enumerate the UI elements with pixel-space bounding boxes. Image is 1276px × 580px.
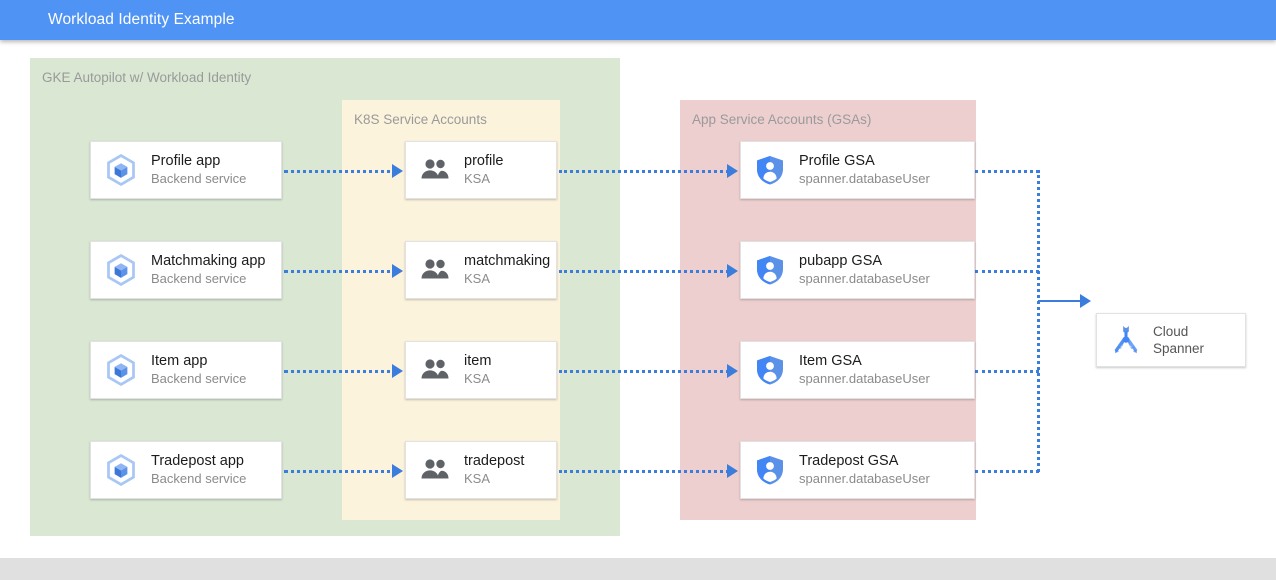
connector-ksa-to-gsa-4	[559, 470, 734, 473]
group-app-service-accounts-label: App Service Accounts (GSAs)	[692, 112, 872, 127]
node-title: Item GSA	[799, 353, 862, 369]
connector-app-to-ksa-3	[284, 370, 398, 373]
node-title: Tradepost app	[151, 453, 244, 469]
node-subtitle: Backend service	[151, 371, 247, 386]
node-app-matchmaking-text: Matchmaking app Backend service	[151, 252, 265, 288]
connector-app-to-ksa-2	[284, 270, 398, 273]
node-title: item	[464, 353, 492, 369]
node-app-profile-text: Profile app Backend service	[151, 152, 246, 188]
connector-ksa-to-gsa-2	[559, 270, 734, 273]
node-cloud-spanner-text: Cloud Spanner	[1153, 323, 1204, 357]
node-subtitle: KSA	[464, 371, 491, 386]
node-gsa-item[interactable]: Item GSA spanner.databaseUser	[740, 341, 975, 399]
node-title: Matchmaking app	[151, 253, 266, 269]
node-app-tradepost-text: Tradepost app Backend service	[151, 452, 246, 488]
node-cloud-spanner[interactable]: Cloud Spanner	[1096, 313, 1246, 367]
iam-shield-person-icon	[751, 351, 789, 389]
node-title: profile	[464, 153, 504, 169]
arrowhead-ksa-to-gsa-4	[727, 464, 738, 478]
arrowhead-trunk-to-spanner	[1080, 294, 1091, 308]
node-app-item[interactable]: Item app Backend service	[90, 341, 282, 399]
node-subtitle: KSA	[464, 171, 491, 186]
arrowhead-app-to-ksa-2	[392, 264, 403, 278]
people-group-icon	[416, 351, 454, 389]
connector-ksa-to-gsa-3	[559, 370, 734, 373]
gke-container-icon	[101, 450, 141, 490]
people-group-icon	[416, 251, 454, 289]
node-ksa-matchmaking[interactable]: matchmaking KSA	[405, 241, 557, 299]
group-k8s-service-accounts-label: K8S Service Accounts	[354, 112, 487, 127]
node-subtitle: Backend service	[151, 271, 247, 286]
node-gsa-tradepost-text: Tradepost GSA spanner.databaseUser	[799, 452, 930, 488]
node-title: Item app	[151, 353, 208, 369]
cloud-spanner-icon	[1107, 321, 1145, 359]
node-title: Profile app	[151, 153, 221, 169]
node-gsa-profile[interactable]: Profile GSA spanner.databaseUser	[740, 141, 975, 199]
node-gsa-tradepost[interactable]: Tradepost GSA spanner.databaseUser	[740, 441, 975, 499]
people-group-icon	[416, 151, 454, 189]
node-ksa-item[interactable]: item KSA	[405, 341, 557, 399]
node-subtitle: spanner.databaseUser	[799, 171, 930, 186]
node-ksa-item-text: item KSA	[464, 352, 491, 388]
window-title: Workload Identity Example	[48, 11, 235, 28]
arrowhead-app-to-ksa-4	[392, 464, 403, 478]
arrowhead-ksa-to-gsa-3	[727, 364, 738, 378]
node-title: Profile GSA	[799, 153, 875, 169]
node-gsa-pubapp[interactable]: pubapp GSA spanner.databaseUser	[740, 241, 975, 299]
node-gsa-item-text: Item GSA spanner.databaseUser	[799, 352, 930, 388]
iam-shield-person-icon	[751, 151, 789, 189]
node-subtitle: KSA	[464, 471, 491, 486]
people-group-icon	[416, 451, 454, 489]
connector-trunk-to-spanner	[1038, 300, 1088, 302]
connector-app-to-ksa-1	[284, 170, 398, 173]
arrowhead-ksa-to-gsa-1	[727, 164, 738, 178]
group-gke-autopilot-label: GKE Autopilot w/ Workload Identity	[42, 70, 252, 85]
node-subtitle: spanner.databaseUser	[799, 471, 930, 486]
connector-gsa-to-trunk-2	[975, 270, 1039, 273]
node-title: matchmaking	[464, 253, 551, 269]
node-app-profile[interactable]: Profile app Backend service	[90, 141, 282, 199]
window-title-bar: Workload Identity Example	[0, 0, 1276, 40]
node-ksa-profile[interactable]: profile KSA	[405, 141, 557, 199]
gke-container-icon	[101, 350, 141, 390]
arrowhead-ksa-to-gsa-2	[727, 264, 738, 278]
node-subtitle: spanner.databaseUser	[799, 371, 930, 386]
node-title: pubapp GSA	[799, 253, 883, 269]
node-ksa-tradepost[interactable]: tradepost KSA	[405, 441, 557, 499]
node-ksa-matchmaking-text: matchmaking KSA	[464, 252, 550, 288]
node-gsa-pubapp-text: pubapp GSA spanner.databaseUser	[799, 252, 930, 288]
connector-trunk-vertical	[1037, 170, 1040, 472]
arrowhead-app-to-ksa-3	[392, 364, 403, 378]
node-title-line1: Cloud	[1153, 324, 1189, 339]
connector-app-to-ksa-4	[284, 470, 398, 473]
node-gsa-profile-text: Profile GSA spanner.databaseUser	[799, 152, 930, 188]
connector-gsa-to-trunk-4	[975, 470, 1039, 473]
node-app-tradepost[interactable]: Tradepost app Backend service	[90, 441, 282, 499]
node-ksa-profile-text: profile KSA	[464, 152, 504, 188]
node-ksa-tradepost-text: tradepost KSA	[464, 452, 524, 488]
footer-bar	[0, 558, 1276, 580]
node-app-matchmaking[interactable]: Matchmaking app Backend service	[90, 241, 282, 299]
gke-container-icon	[101, 250, 141, 290]
connector-gsa-to-trunk-3	[975, 370, 1039, 373]
node-subtitle: Backend service	[151, 471, 247, 486]
node-title-line2: Spanner	[1153, 341, 1205, 356]
arrowhead-app-to-ksa-1	[392, 164, 403, 178]
diagram-canvas: GKE Autopilot w/ Workload Identity K8S S…	[0, 40, 1276, 558]
node-subtitle: KSA	[464, 271, 491, 286]
node-title: Tradepost GSA	[799, 453, 899, 469]
node-subtitle: spanner.databaseUser	[799, 271, 930, 286]
connector-ksa-to-gsa-1	[559, 170, 734, 173]
gke-container-icon	[101, 150, 141, 190]
node-title: tradepost	[464, 453, 525, 469]
connector-gsa-to-trunk-1	[975, 170, 1039, 173]
iam-shield-person-icon	[751, 251, 789, 289]
iam-shield-person-icon	[751, 451, 789, 489]
node-app-item-text: Item app Backend service	[151, 352, 246, 388]
node-subtitle: Backend service	[151, 171, 247, 186]
